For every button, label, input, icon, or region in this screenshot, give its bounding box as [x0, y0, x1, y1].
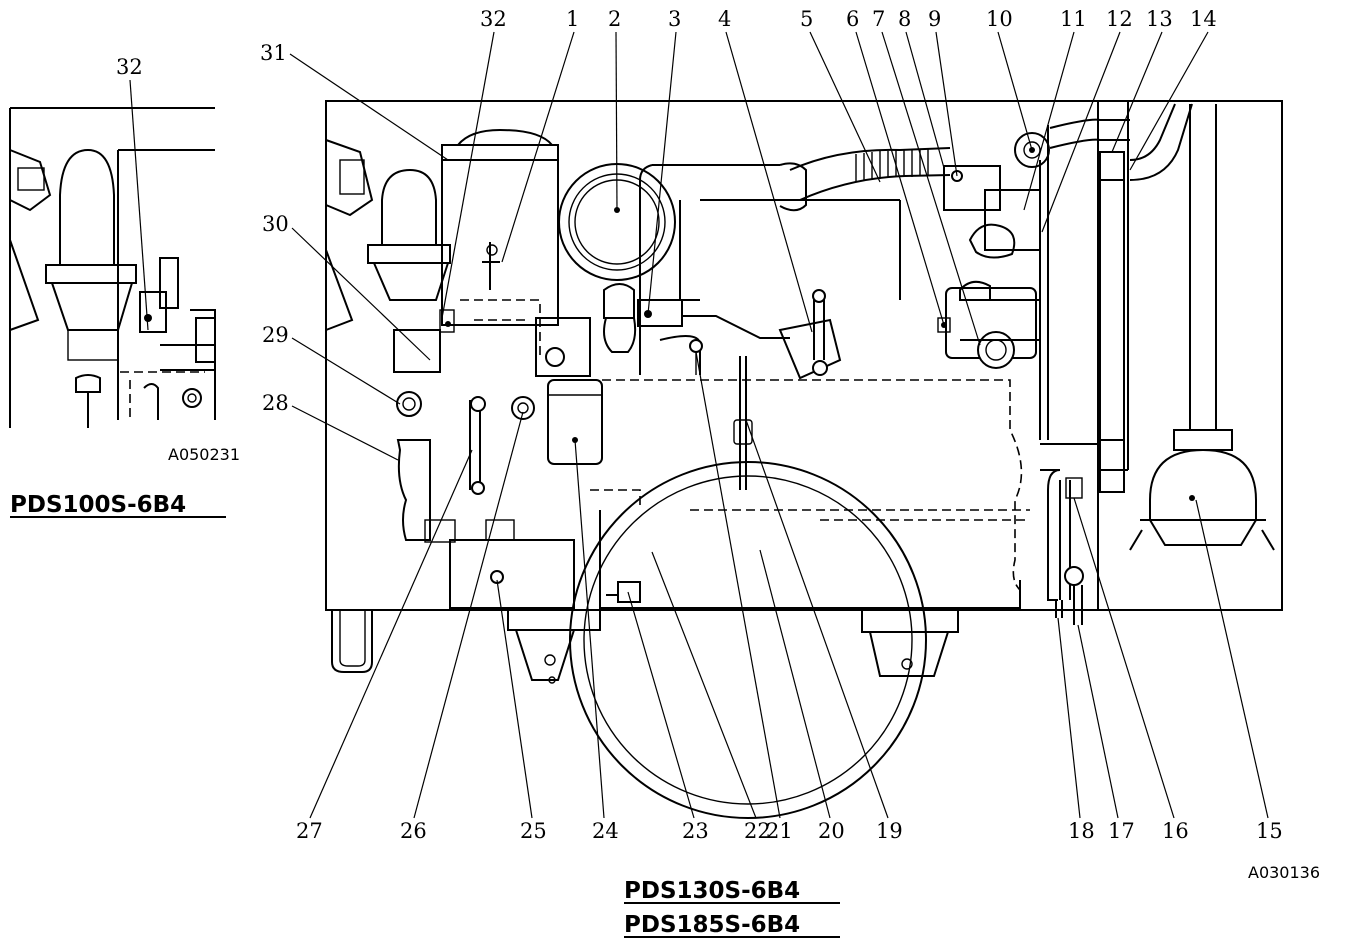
callout-1: 1	[566, 7, 579, 31]
callout-8: 8	[898, 7, 911, 31]
callout-20: 20	[818, 819, 845, 843]
callout-4: 4	[718, 7, 731, 31]
callout-14: 14	[1190, 7, 1217, 31]
callout-31: 31	[260, 41, 287, 65]
callout-17: 17	[1108, 819, 1135, 843]
callout-23: 23	[682, 819, 709, 843]
callout-7: 7	[872, 7, 885, 31]
callout-2: 2	[608, 7, 621, 31]
callout-21: 21	[766, 819, 793, 843]
callout-13: 13	[1146, 7, 1173, 31]
callout-11: 11	[1060, 7, 1087, 31]
main-figure-code: A030136	[1248, 863, 1320, 882]
callout-9: 9	[928, 7, 941, 31]
callouts-left: 30 29 28	[262, 212, 431, 461]
callout-12: 12	[1106, 7, 1133, 31]
callout-22-21: 22	[744, 819, 771, 843]
callout-30: 30	[262, 212, 289, 236]
inset-callout-label: 32	[116, 55, 143, 79]
inset-model-label: PDS100S-6B4	[10, 492, 186, 518]
inset-diagram: 32 A050231 PDS100S-6B4	[9, 55, 240, 518]
callout-29: 29	[262, 323, 289, 347]
inset-figure-code: A050231	[168, 445, 240, 464]
callout-27: 27	[296, 819, 323, 843]
callouts-top: 31 32 1 2 3 4 5 6 7 8 9 10 11 12 13 14	[260, 7, 1217, 346]
callout-19: 19	[876, 819, 903, 843]
callouts-bottom: 27 26 25 24 23 22 21 20 19 18 17 16 15	[296, 351, 1283, 843]
callout-26: 26	[400, 819, 427, 843]
callout-5: 5	[800, 7, 813, 31]
callout-10: 10	[986, 7, 1013, 31]
callout-15: 15	[1256, 819, 1283, 843]
main-model-label-1: PDS130S-6B4	[624, 878, 800, 904]
callout-3: 3	[668, 7, 681, 31]
callout-16: 16	[1162, 819, 1189, 843]
callout-24: 24	[592, 819, 619, 843]
main-diagram	[325, 100, 1283, 819]
callout-28: 28	[262, 391, 289, 415]
callout-25: 25	[520, 819, 547, 843]
machine-frame	[325, 100, 1283, 611]
callout-6: 6	[846, 7, 859, 31]
callout-18: 18	[1068, 819, 1095, 843]
callout-32: 32	[480, 7, 507, 31]
main-model-label-2: PDS185S-6B4	[624, 912, 800, 938]
